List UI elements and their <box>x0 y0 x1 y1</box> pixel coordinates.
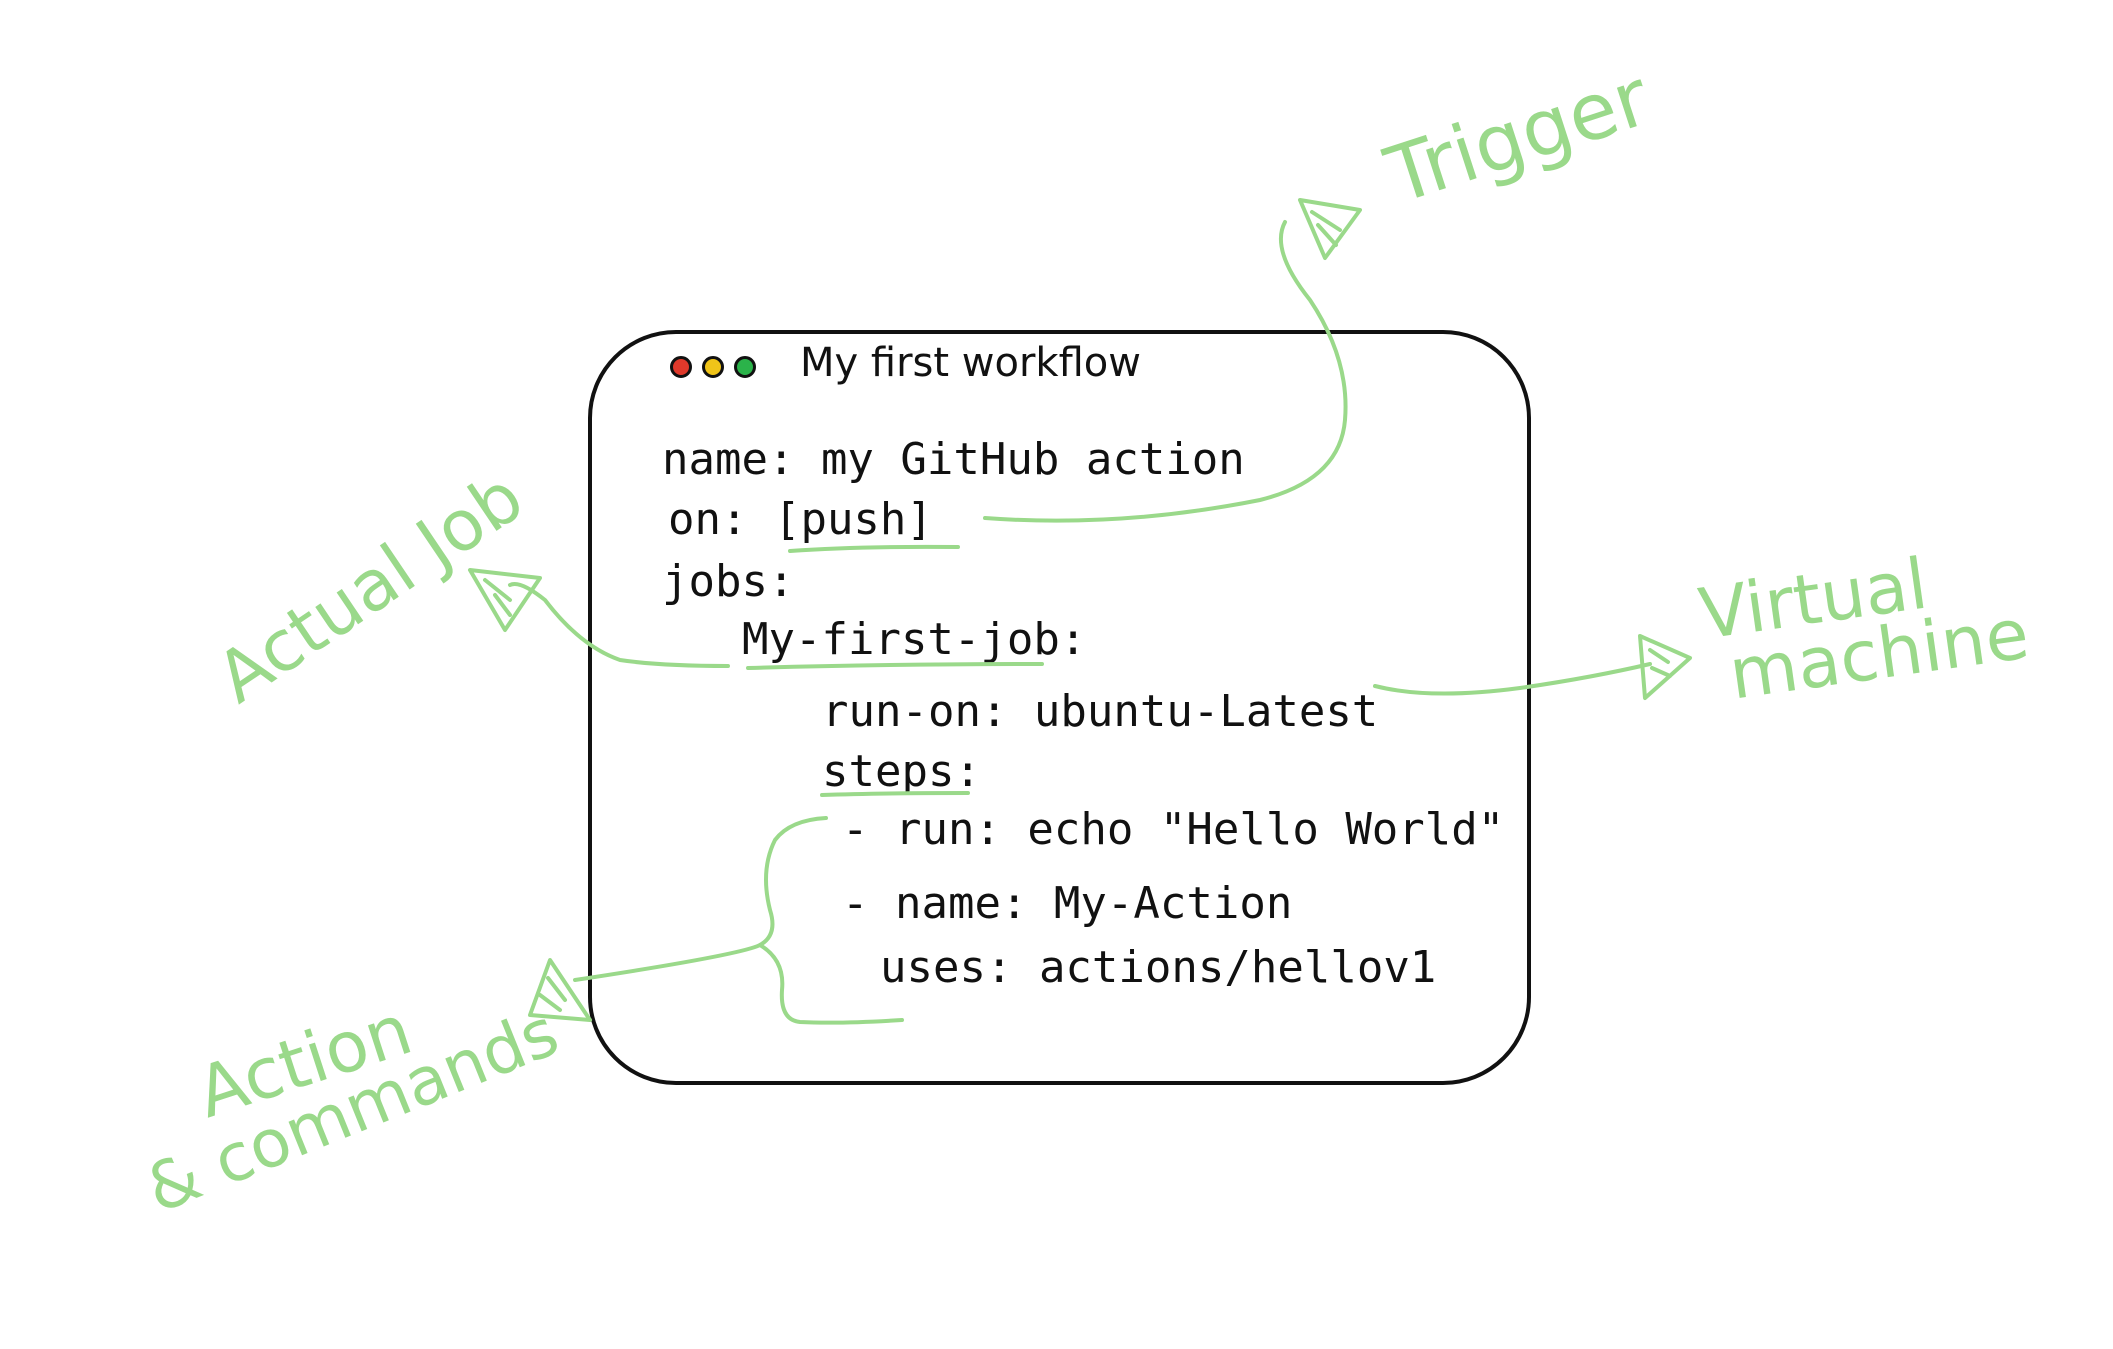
window-controls <box>670 356 756 378</box>
job-underline <box>746 662 1044 670</box>
push-underline <box>788 544 960 553</box>
code-line-steps: steps: <box>822 746 981 797</box>
window-title: My first workflow <box>800 340 1141 386</box>
trigger-arrowhead-icon <box>1298 198 1362 260</box>
code-line-job: My-first-job: <box>742 614 1087 665</box>
steps-brace-lower <box>758 943 904 1025</box>
code-line-runs-on: run-on: ubuntu-Latest <box>822 686 1379 737</box>
vm-arrowhead-icon <box>1638 634 1692 700</box>
workflow-window <box>588 330 1531 1085</box>
steps-brace <box>573 816 828 982</box>
code-line-uses: uses: actions/hellov1 <box>880 942 1437 993</box>
code-line-name: name: my GitHub action <box>662 434 1245 485</box>
code-line-run: - run: echo "Hello World" <box>842 804 1505 855</box>
steps-underline <box>820 791 970 797</box>
job-connector <box>508 582 730 668</box>
minimize-dot-icon <box>702 356 724 378</box>
close-dot-icon <box>670 356 692 378</box>
code-line-jobs: jobs: <box>662 556 795 607</box>
code-line-on: on: [push] <box>668 494 933 545</box>
trigger-connector <box>983 220 1348 523</box>
action-arrowhead-icon <box>528 958 592 1022</box>
vm-connector <box>1373 662 1652 696</box>
job-arrowhead-icon <box>468 568 542 632</box>
code-line-step-name: - name: My-Action <box>842 878 1293 929</box>
maximize-dot-icon <box>734 356 756 378</box>
